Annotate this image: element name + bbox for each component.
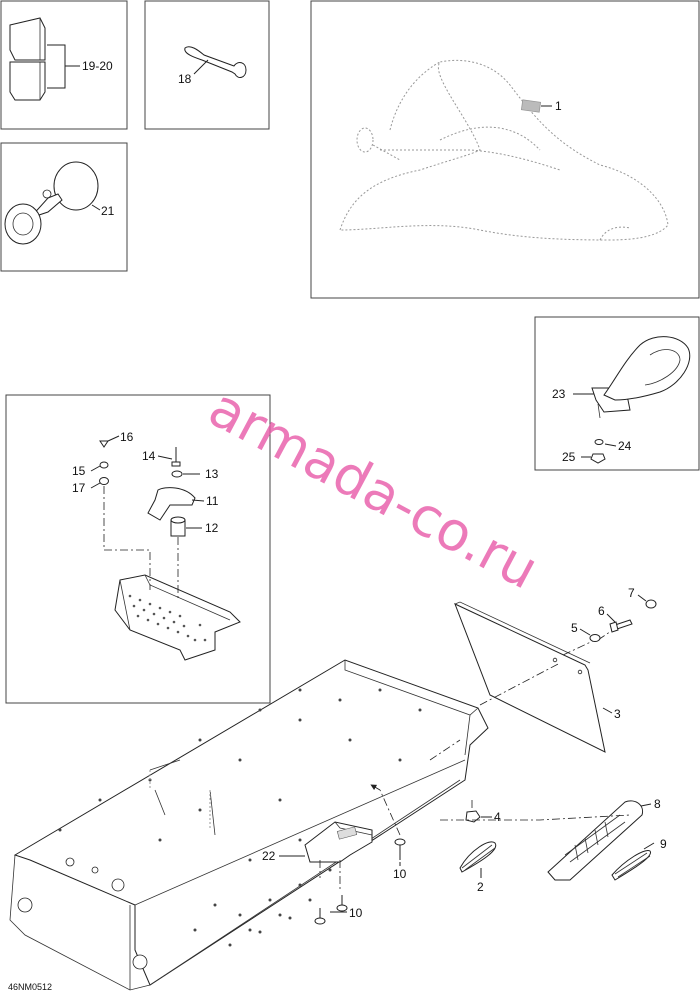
callout-1: 1 — [555, 99, 562, 113]
callout-23: 23 — [552, 387, 566, 401]
part-12-spacer — [170, 516, 186, 537]
part-11-clip — [147, 487, 196, 521]
part-2-reflector — [459, 841, 497, 873]
callout-9: 9 — [660, 837, 667, 851]
part-18-spanner — [184, 46, 247, 78]
callout-5: 5 — [571, 621, 578, 635]
ghost-snowmobile-sketch — [339, 59, 669, 241]
direction-arrow — [370, 784, 381, 791]
part-bracket-plate — [114, 574, 241, 661]
callout-12: 12 — [205, 521, 219, 535]
assembly-line-inset — [103, 486, 179, 600]
part-23-mirror — [591, 336, 691, 419]
part-10-screw-b — [314, 895, 348, 925]
part-5-washer — [589, 634, 601, 642]
leader-21 — [91, 204, 101, 211]
part-22-block — [304, 821, 373, 863]
callout-18: 18 — [178, 72, 192, 86]
callout-3: 3 — [614, 707, 621, 721]
callout-19-20: 19-20 — [82, 59, 113, 73]
callout-15: 15 — [72, 464, 86, 478]
callout-13: 13 — [205, 467, 219, 481]
inset-box-19-20 — [0, 0, 128, 130]
part-tunnel — [9, 659, 489, 991]
figure-code: 46NM0512 — [8, 982, 52, 992]
part-16-screw — [99, 440, 109, 448]
leader-24 — [604, 443, 617, 447]
inset-box-18 — [144, 0, 270, 130]
part-7-ring — [645, 599, 657, 609]
part-14-bolt — [171, 447, 181, 467]
inset-box-mirror — [534, 316, 700, 471]
watermark: armada-co.ru — [199, 376, 548, 602]
part-9-reflector — [611, 850, 651, 881]
assembly-line-main — [319, 739, 631, 892]
callout-16: 16 — [120, 430, 134, 444]
inset-box-bracket — [5, 394, 271, 704]
callout-2: 2 — [477, 880, 484, 894]
leader-19-20 — [47, 44, 80, 89]
part-13-washer — [171, 470, 183, 478]
callout-17: 17 — [72, 481, 86, 495]
inset-box-windshield — [310, 0, 700, 299]
part-19-20-pad — [9, 17, 46, 101]
callout-7: 7 — [628, 586, 635, 600]
callout-14: 14 — [142, 449, 156, 463]
callout-6: 6 — [598, 604, 605, 618]
callout-4: 4 — [494, 810, 501, 824]
part-24-washer — [594, 439, 604, 445]
callout-11: 11 — [206, 494, 219, 508]
callout-10-upper: 10 — [393, 867, 407, 881]
part-21-horn — [4, 161, 99, 245]
part-8-bumper — [547, 800, 644, 881]
inset-box-21 — [0, 142, 128, 272]
callout-22: 22 — [262, 849, 276, 863]
part-17-nut — [99, 477, 109, 485]
callout-21: 21 — [101, 204, 115, 218]
part-4-nut — [465, 810, 481, 823]
callout-10-lower: 10 — [349, 906, 363, 920]
part-6-screw — [609, 619, 633, 633]
part-15-washer — [99, 461, 109, 469]
callout-25: 25 — [562, 450, 576, 464]
leader-18 — [193, 59, 209, 75]
part-25-nut — [590, 453, 606, 464]
callout-24: 24 — [618, 439, 632, 453]
callout-8: 8 — [654, 797, 661, 811]
part-10-screw-a — [394, 838, 406, 860]
